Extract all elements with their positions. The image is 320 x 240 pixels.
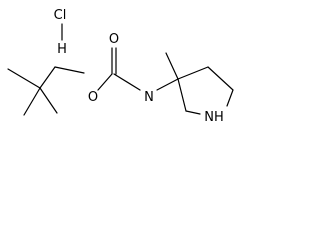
chlorine-atom: Cl — [54, 8, 67, 23]
hydrogen-atom: H — [57, 42, 67, 57]
carbonyl-oxygen-atom: O — [109, 32, 119, 47]
n-ring-bond — [156, 78, 179, 91]
tbu-methyl-bond-3 — [39, 87, 58, 114]
structure-diagram: Cl H O O N NH — [0, 0, 250, 148]
tbu-methyl-bond-1 — [7, 68, 41, 89]
amide-nitrogen-atom: N — [144, 90, 154, 105]
o-carbonyl-bond — [97, 73, 113, 91]
tbu-methyl-bond-2 — [23, 87, 41, 116]
molecule-drawing: Cl H O O N NH — [7, 8, 234, 125]
tbu-methyl-bond-4 — [39, 66, 56, 89]
ring-bond-c2-n — [185, 110, 201, 115]
ring-methyl-bond — [165, 52, 179, 80]
ring-bond-c4-c5 — [207, 66, 234, 91]
ring-nh-atom: NH — [204, 110, 224, 125]
ring-bond-c5-n — [226, 89, 234, 107]
ring-bond-c3-c4 — [177, 66, 209, 80]
ring-bond-c3-c2 — [177, 78, 187, 112]
ester-oxygen-atom: O — [88, 90, 98, 105]
carbonyl-n-bond — [113, 73, 141, 91]
c-o-bond — [54, 66, 85, 74]
